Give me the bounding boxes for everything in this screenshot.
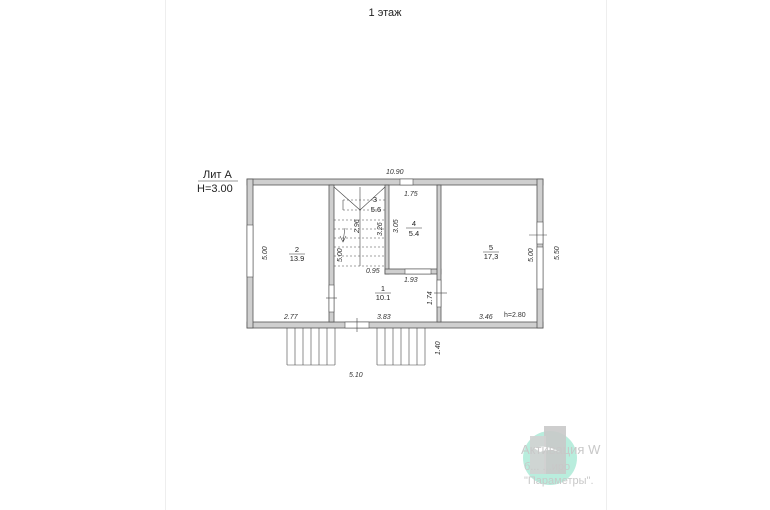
- dim-room5-len: 5.00: [528, 248, 535, 262]
- wall-top: [246, 178, 544, 186]
- lit-height: H=3.00: [197, 183, 233, 195]
- watermark-line3: "Параметры".: [524, 475, 594, 487]
- room-4-area: 5.4: [409, 229, 419, 238]
- wall-room4-room5: [436, 184, 442, 323]
- dim-stair-side: 5.00: [337, 248, 344, 262]
- watermark-line1: Активация W: [521, 442, 601, 457]
- porch-steps-left: [286, 328, 336, 366]
- room-1-area: 10.1: [376, 293, 391, 302]
- window-top: [399, 178, 414, 186]
- lit-name: Лит А: [203, 169, 232, 181]
- staircase: [333, 186, 386, 267]
- dim-room2-width: 2.77: [283, 314, 299, 321]
- room-2-area: 13.9: [290, 254, 305, 263]
- dim-room4-bottom: 1.93: [404, 277, 418, 284]
- window-right: [536, 246, 544, 290]
- dim-room5-height: h=2.80: [504, 312, 526, 319]
- dim-porch-depth: 1.40: [435, 341, 442, 355]
- door-room2: [328, 284, 335, 313]
- room-1-number: 1: [381, 284, 385, 293]
- door-right: [536, 221, 544, 245]
- dim-total-width: 10.90: [386, 169, 404, 176]
- wall-room2-stairs: [328, 184, 335, 323]
- room-2-number: 2: [295, 245, 299, 254]
- watermark-logo: [516, 418, 596, 498]
- room-3-area: 5.6: [371, 205, 381, 214]
- dim-room4-width: 1.75: [404, 191, 418, 198]
- dim-room4-len: 3.05: [393, 219, 400, 233]
- dim-room1-width: 3.83: [377, 314, 391, 321]
- dim-room1-side: 1.74: [427, 291, 434, 305]
- window-room4: [404, 268, 432, 275]
- dim-stair-b: 3.26: [377, 222, 384, 236]
- room-5-number: 5: [489, 243, 493, 252]
- wall-bottom: [246, 321, 544, 329]
- door-room5: [436, 279, 442, 308]
- room-5-area: 17,3: [484, 252, 499, 261]
- room-4-number: 4: [412, 219, 416, 228]
- porch-steps-right: [376, 328, 426, 366]
- dim-room5-width: 3.46: [479, 314, 493, 321]
- dim-stair-a: 2.96: [354, 219, 361, 234]
- dim-stair-width: 0.95: [366, 268, 380, 275]
- dim-room2-len: 5.00: [262, 246, 269, 260]
- page-title: 1 этаж: [368, 7, 402, 19]
- window-left: [246, 224, 254, 278]
- dim-porch-width: 5.10: [349, 372, 363, 379]
- watermark-line2: б... ...иро: [524, 461, 571, 473]
- dim-total-depth: 5.50: [554, 246, 561, 260]
- room-3-number: 3: [373, 195, 377, 204]
- wall-stairs-room4: [384, 184, 390, 275]
